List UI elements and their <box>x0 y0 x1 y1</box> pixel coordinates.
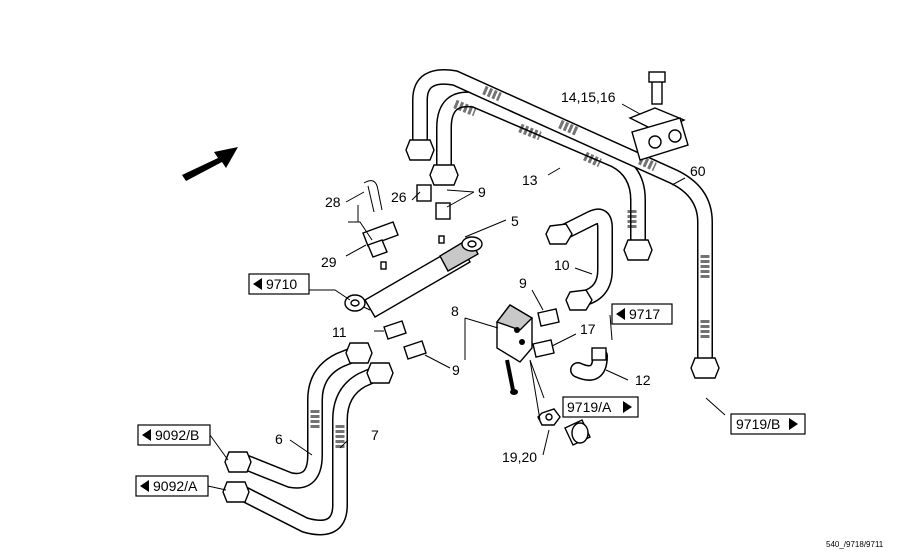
clamp-assembly <box>628 71 689 161</box>
label-60: 60 <box>690 163 706 179</box>
hose-60 <box>412 69 713 373</box>
fitting-hose-13-top <box>429 164 459 186</box>
label-19-20: 19,20 <box>502 449 537 465</box>
ref-9719-a[interactable]: 9719/A <box>562 396 639 418</box>
nut-19 <box>537 408 561 426</box>
fitting-hose-13-bottom <box>623 239 653 261</box>
label-11: 11 <box>332 324 347 340</box>
clevis-pin <box>362 221 399 258</box>
drawing-code: 540_/9718/9711 <box>826 540 884 549</box>
adapter-26 <box>416 184 432 202</box>
hose-6 <box>237 344 368 489</box>
label-10: 10 <box>554 257 570 273</box>
label-9-top: 9 <box>478 184 486 200</box>
label-29: 29 <box>321 254 337 270</box>
ref-9710[interactable]: 9710 <box>248 273 310 295</box>
direction-arrow-icon <box>182 147 238 181</box>
svg-text:9719/A: 9719/A <box>567 399 612 415</box>
ref-9719-b[interactable]: 9719/B <box>730 413 806 435</box>
adapter-11 <box>383 320 407 340</box>
adapter-9-top <box>435 202 451 220</box>
hose-7 <box>232 364 388 536</box>
label-6: 6 <box>275 431 283 447</box>
split-pin <box>363 180 383 213</box>
label-5: 5 <box>511 213 519 229</box>
triangle-right-icon <box>789 418 798 430</box>
fitting-hose-60-top <box>405 139 435 161</box>
svg-text:9719/B: 9719/B <box>736 416 780 432</box>
svg-text:9717: 9717 <box>629 306 660 322</box>
leader-lines <box>289 103 726 456</box>
label-9-right: 9 <box>519 275 527 291</box>
svg-text:9092/A: 9092/A <box>153 478 198 494</box>
ref-9092-a[interactable]: 9092/A <box>135 475 209 497</box>
valve-block <box>495 304 534 395</box>
svg-text:9092/B: 9092/B <box>155 427 199 443</box>
label-7: 7 <box>371 427 379 443</box>
triangle-left-icon <box>142 429 151 441</box>
label-17: 17 <box>580 321 596 337</box>
label-9-bottom: 9 <box>452 362 460 378</box>
adapter-9-right <box>537 308 560 327</box>
fitting-hose-60-bottom <box>690 357 720 379</box>
adapter-17 <box>532 339 555 358</box>
adapter-9-left <box>403 340 427 360</box>
fittings-hose-6-7 <box>222 342 394 503</box>
ref-9717[interactable]: 9717 <box>611 303 673 325</box>
label-26: 26 <box>391 189 407 205</box>
screw-20 <box>564 419 591 446</box>
label-13: 13 <box>522 172 538 188</box>
triangle-right-icon <box>623 401 632 413</box>
hydraulic-cylinder <box>344 235 483 318</box>
label-14-15-16: 14,15,16 <box>561 89 616 105</box>
svg-text:9710: 9710 <box>266 276 297 292</box>
ref-9092-b[interactable]: 9092/B <box>137 424 211 446</box>
hose-13 <box>436 91 646 256</box>
label-12: 12 <box>635 372 651 388</box>
elbow-12 <box>570 347 608 381</box>
triangle-left-icon <box>253 278 262 290</box>
triangle-left-icon <box>616 308 625 320</box>
hose-10 <box>545 208 613 311</box>
label-28: 28 <box>325 194 341 210</box>
label-8: 8 <box>451 303 459 319</box>
triangle-left-icon <box>140 480 149 492</box>
